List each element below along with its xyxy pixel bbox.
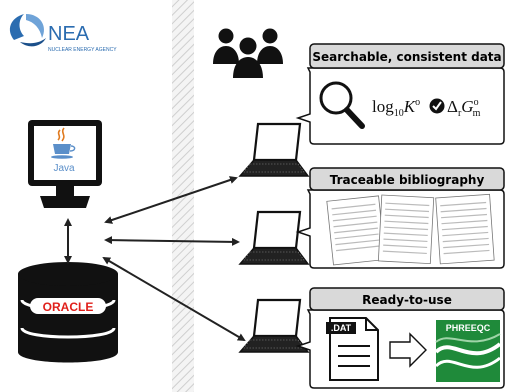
- checkmark-icon: [429, 98, 445, 114]
- arrow-database-laptop-3: [102, 256, 246, 342]
- feature-box-bibliography: Traceable bibliography: [295, 167, 505, 269]
- magnifier-icon: [319, 81, 365, 129]
- monitor-stand: [40, 196, 90, 208]
- laptop-icon-3: [238, 298, 310, 354]
- phreeqc-label: PHREEQC: [446, 323, 491, 333]
- arrow-computer-laptop-1: [104, 176, 238, 224]
- convert-arrow-icon: [389, 332, 427, 368]
- feature-box-searchable: Searchable, consistent data log10Ko ΔrGo…: [295, 43, 505, 145]
- nea-logo: NEA NUCLEAR ENERGY AGENCY: [9, 14, 117, 53]
- title-bar: [309, 167, 505, 191]
- nea-swirl-icon: [9, 14, 24, 40]
- nea-name: NEA: [48, 23, 90, 45]
- dat-file-icon: .DAT: [326, 317, 379, 381]
- title-bar: [309, 287, 505, 311]
- formula-text: log10Ko: [372, 97, 420, 119]
- feature-box-ready: Ready-to-use .DAT PHREEQC: [295, 287, 505, 389]
- oracle-database: ORACLE: [18, 262, 118, 363]
- java-computer: Java: [28, 120, 102, 208]
- oracle-label: ORACLE: [43, 300, 94, 314]
- feature-title-2: Traceable bibliography: [330, 173, 485, 187]
- speech-bubble: [295, 67, 505, 145]
- laptop-icon-1: [238, 122, 310, 178]
- java-label: Java: [53, 163, 75, 174]
- users-icon: [213, 28, 283, 78]
- feature-title-1: Searchable, consistent data: [312, 50, 501, 64]
- phreeqc-logo: PHREEQC: [434, 320, 502, 382]
- feature-title-3: Ready-to-use: [362, 293, 452, 307]
- file-extension: .DAT: [331, 323, 352, 333]
- title-bar: [309, 43, 505, 69]
- oracle-badge: [30, 298, 106, 314]
- laptop-icon-2: [238, 210, 310, 266]
- nea-subtitle: NUCLEAR ENERGY AGENCY: [48, 47, 117, 53]
- arrow-computer-laptop-2: [104, 236, 240, 246]
- paper-documents-icon: [326, 193, 495, 266]
- java-cup-icon: [51, 127, 76, 159]
